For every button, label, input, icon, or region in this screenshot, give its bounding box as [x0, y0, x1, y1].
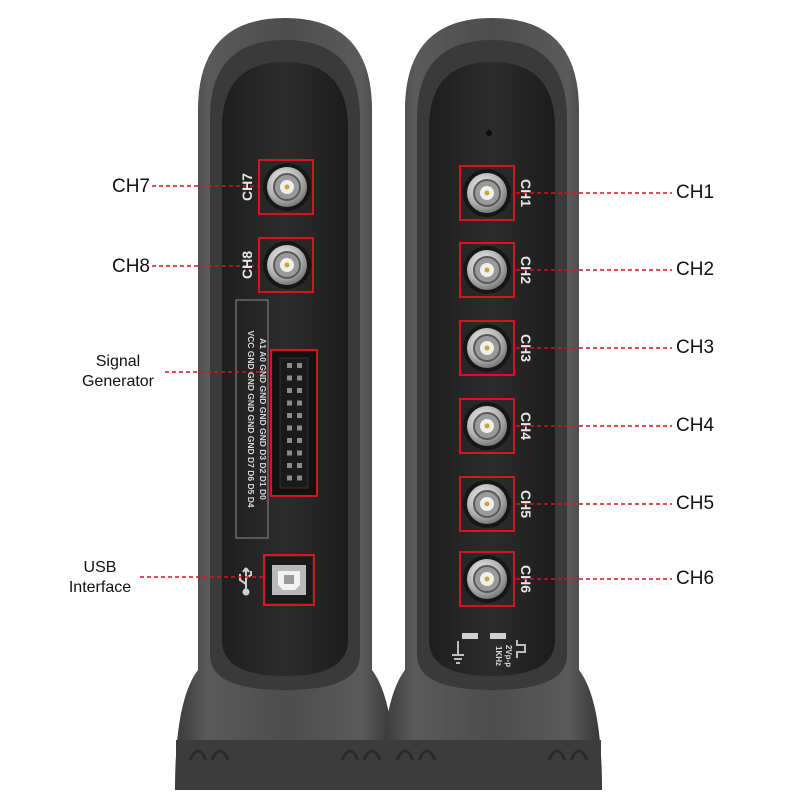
callout-ch7: CH7 — [111, 176, 150, 197]
highlight-box-ch8 — [258, 237, 314, 293]
bnc-connector-ch5 — [463, 480, 511, 528]
header-pin — [297, 425, 302, 431]
bnc-connector-ch2 — [463, 246, 511, 294]
bnc-connector-ch6 — [463, 555, 511, 603]
callout-ch3: CH3 — [676, 337, 715, 358]
callout-lines — [140, 185, 672, 580]
engraving-ch7: CH7 — [239, 173, 255, 201]
callout-usb-line2: Interface — [68, 579, 132, 596]
highlight-box-ch4 — [459, 398, 515, 454]
header-pin — [287, 375, 292, 381]
callout-ch4: CH4 — [676, 415, 715, 436]
pin-legend-bottom-row: A1 A0 GND GND GND GND D3 D2 D1 D0 — [258, 338, 268, 500]
highlight-box-ch3 — [459, 320, 515, 376]
highlight-box-ch2 — [459, 242, 515, 298]
callout-ch2: CH2 — [676, 259, 715, 280]
calibration-amplitude-text: 2Vp-p — [504, 645, 513, 667]
header-pin — [287, 475, 292, 481]
signal-generator-header — [272, 350, 316, 496]
callout-usb-interface: USB Interface — [55, 558, 145, 598]
header-pin — [297, 400, 302, 406]
pin-legend-box — [235, 299, 269, 539]
highlight-box-ch1 — [459, 165, 515, 221]
header-pin — [297, 463, 302, 468]
bnc-connector-ch3 — [463, 324, 511, 372]
highlight-box-usb — [263, 554, 315, 606]
header-pin — [297, 450, 302, 456]
bnc-connector-ch7 — [263, 163, 311, 211]
header-pin — [297, 388, 302, 393]
callout-signal-generator-line2: Generator — [81, 373, 155, 390]
header-pin — [287, 388, 292, 393]
header-pin — [297, 363, 302, 368]
header-pin — [297, 438, 302, 443]
header-pin — [287, 363, 292, 368]
callout-usb-line1: USB — [83, 559, 117, 576]
callout-signal-generator: Signal Generator — [68, 352, 168, 392]
highlight-box-signal-generator — [270, 349, 318, 497]
bnc-connector-ch8 — [263, 241, 311, 289]
engraving-ch8: CH8 — [239, 251, 255, 279]
highlight-box-ch6 — [459, 551, 515, 607]
bnc-connector-ch4 — [463, 402, 511, 450]
pin-legend-top-row: VCC GND GND GND GND GND D7 D6 D5 D4 — [246, 330, 256, 507]
header-pin — [297, 475, 302, 481]
callout-ch1: CH1 — [676, 182, 715, 203]
calibration-frequency-text: 1KHz — [494, 646, 503, 666]
ground-icon — [452, 633, 478, 664]
bnc-connector-ch1 — [463, 169, 511, 217]
square-wave-icon — [516, 640, 526, 658]
header-pin — [287, 425, 292, 431]
header-pin — [287, 450, 292, 456]
calibration-terminal — [490, 633, 506, 639]
highlight-box-ch7 — [258, 159, 314, 215]
header-pin — [297, 375, 302, 381]
callout-ch5: CH5 — [676, 493, 715, 514]
highlight-box-ch5 — [459, 476, 515, 532]
callout-ch8: CH8 — [111, 256, 150, 277]
callout-signal-generator-line1: Signal — [95, 353, 141, 370]
header-pin — [287, 413, 292, 418]
header-pin — [297, 413, 302, 418]
callout-ch6: CH6 — [676, 568, 715, 589]
header-pin — [287, 438, 292, 443]
usb-b-port — [266, 557, 312, 603]
header-pin — [287, 463, 292, 468]
header-pin — [287, 400, 292, 406]
